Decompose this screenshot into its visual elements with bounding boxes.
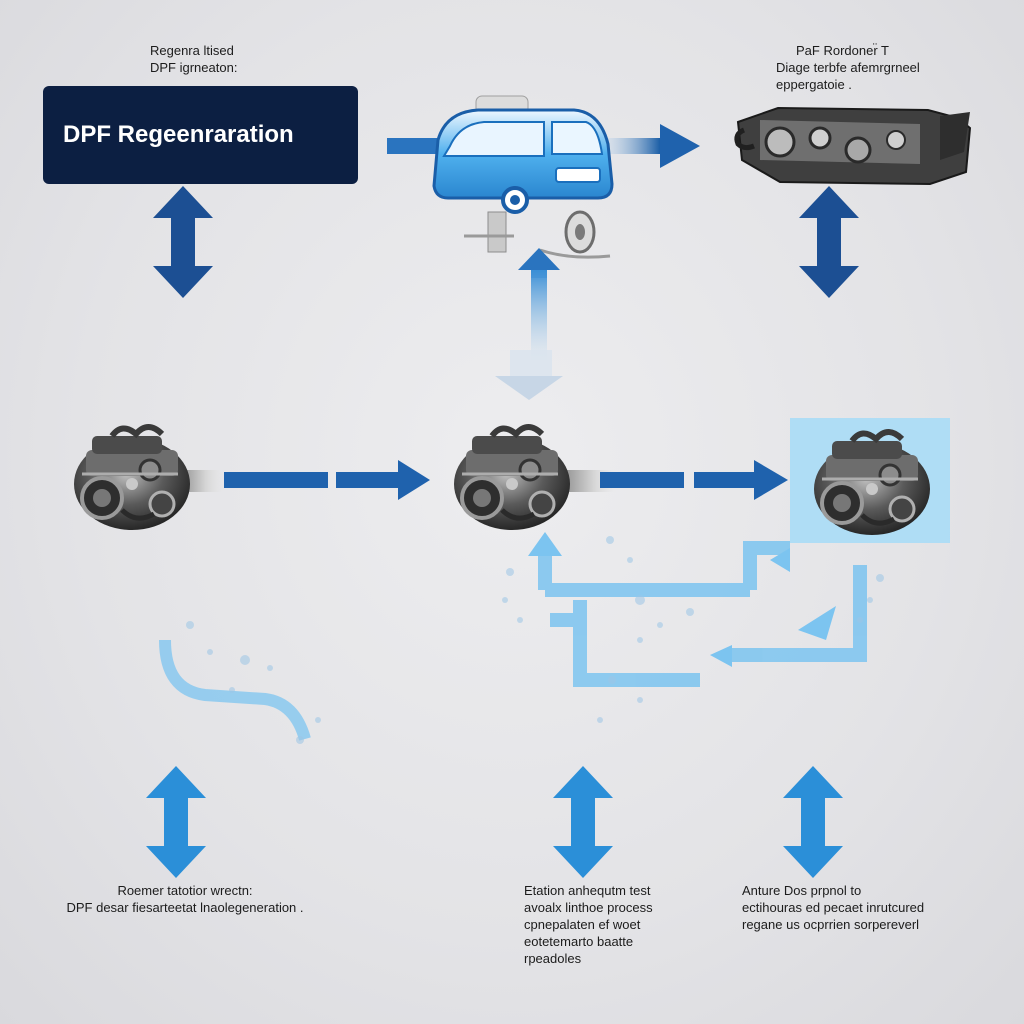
title-box: DPF Regeenraration — [43, 86, 358, 184]
caption-top-right: PaF Rordoner̈ T Diage terbfe afemrgrneel… — [776, 42, 920, 93]
diagram-title: DPF Regeenraration — [63, 121, 294, 148]
caption-line: DPF desar fiesarteetat lnaolegeneration … — [66, 900, 304, 915]
caption-line: eotetemarto baatte — [524, 934, 634, 949]
caption-line: Roemer tatotior wrectn: — [117, 883, 253, 898]
caption-top-left: Regenra ltised DPF igrneaton: — [150, 42, 237, 76]
flow-path-left — [159, 639, 311, 741]
double-arrow-title — [153, 186, 213, 298]
double-arrow-exhaust — [799, 186, 859, 298]
flow-path-cycle — [538, 541, 867, 687]
caption-line: PaF Rordoner̈ T — [796, 43, 889, 58]
engine-icon — [454, 427, 616, 530]
caption-line: Diage terbfe afemrgrneel — [776, 60, 920, 75]
arrow-truck-to-exhaust — [387, 124, 700, 168]
caption-line: cpnepalaten ef woet — [524, 917, 641, 932]
arrow-engine1-to-engine2 — [224, 460, 430, 500]
arrow-engine2-to-engine3 — [600, 460, 788, 500]
double-arrow-bottom-right — [783, 766, 843, 878]
arrow-truck-down — [495, 248, 563, 400]
double-arrow-bottom-left — [146, 766, 206, 878]
truck-icon — [432, 95, 614, 259]
caption-bottom-left: Roemer tatotior wrectn: DPF desar fiesar… — [55, 882, 315, 916]
caption-line: Anture Dos prpnol to — [742, 883, 862, 898]
exhaust-system-icon — [734, 106, 972, 186]
engine-icon — [74, 427, 224, 530]
caption-line: eppergatoie . — [776, 77, 852, 92]
caption-line: regane us ocprrien sorpereverl — [742, 917, 920, 932]
caption-line: ectihouras ed pecaet inrutcured — [742, 900, 925, 915]
caption-line: Regenra ltised — [150, 43, 234, 58]
caption-line: rpeadoles — [524, 951, 582, 966]
flow-arrowheads — [528, 532, 836, 667]
caption-bottom-right: Anture Dos prpnol to ectihouras ed pecae… — [742, 882, 924, 933]
caption-bottom-center: Etation anhequtm test avoalx linthoe pro… — [524, 882, 653, 967]
caption-line: DPF igrneaton: — [150, 60, 238, 75]
caption-line: avoalx linthoe process — [524, 900, 653, 915]
double-arrow-bottom-center — [553, 766, 613, 878]
soot-particles — [186, 536, 884, 744]
caption-line: Etation anhequtm test — [524, 883, 651, 898]
